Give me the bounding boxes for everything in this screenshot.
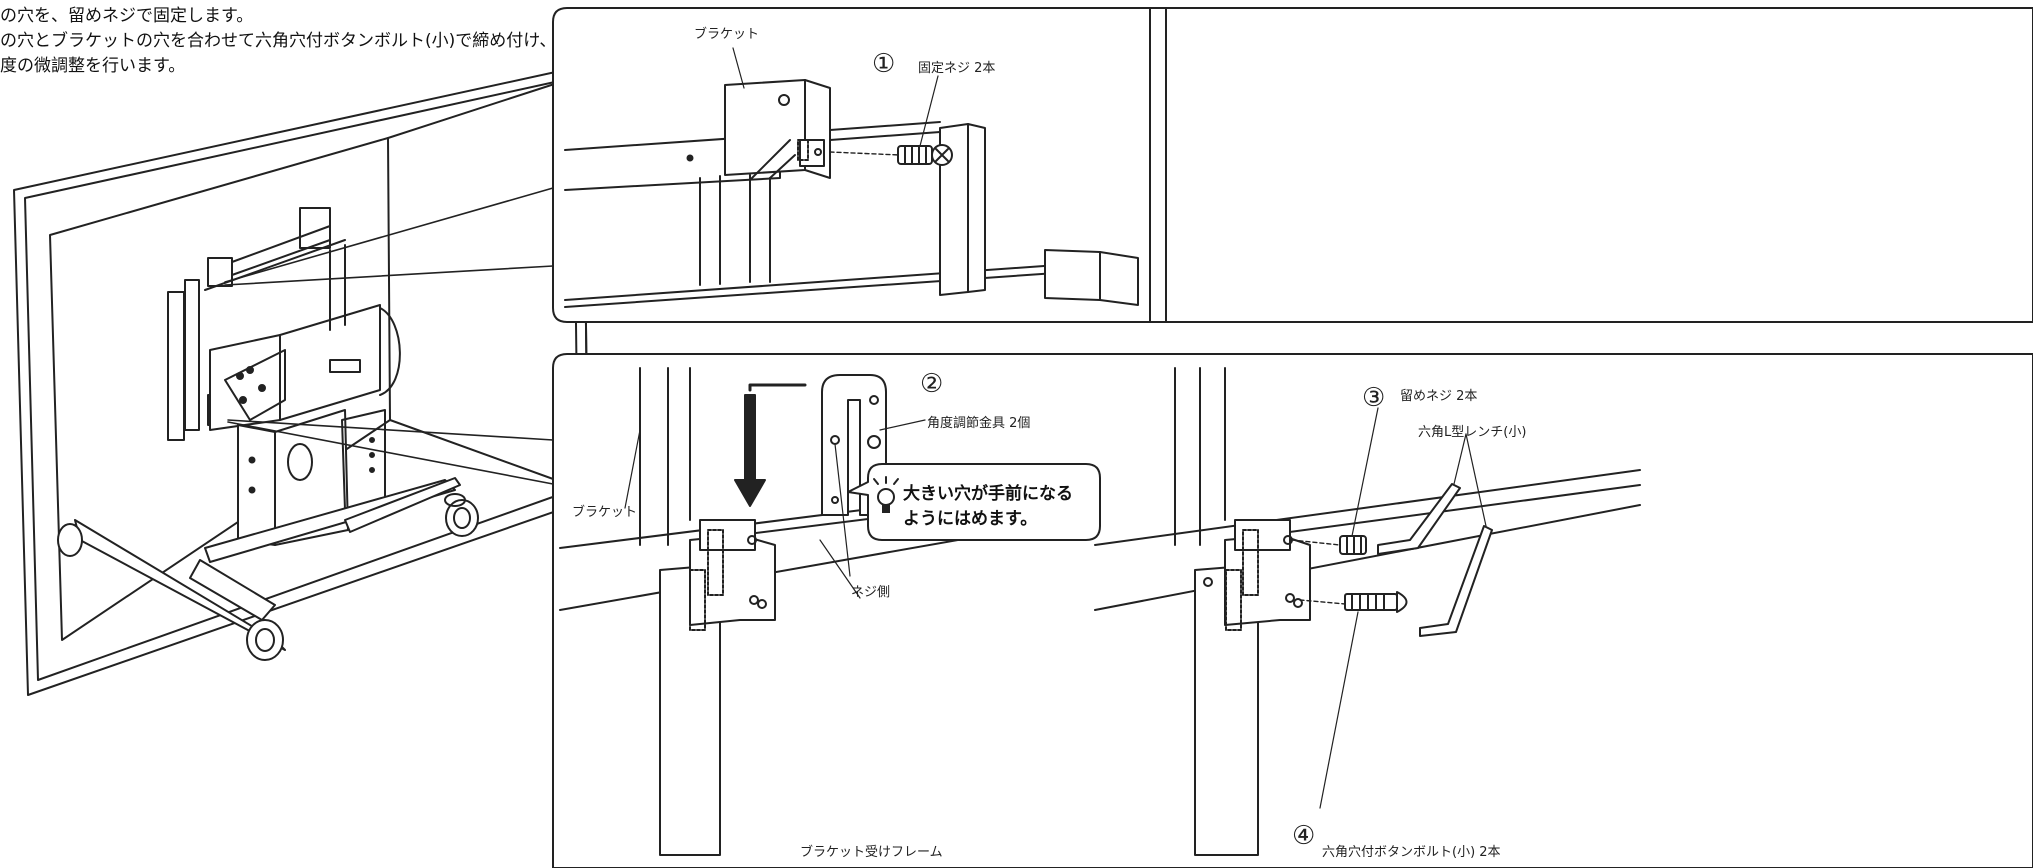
instruction-line-3: 度の微調整を行います。 [0, 56, 186, 76]
screw-side-label: ネジ側 [851, 585, 890, 600]
display-cart-drawing [13, 65, 589, 696]
zoom-leaders [224, 187, 554, 485]
fixing-screw-label: 固定ネジ 2本 [918, 61, 995, 76]
hex-wrench-label: 六角L型レンチ(小) [1418, 425, 1526, 440]
lightbulb-icon [873, 476, 899, 513]
bracket-label-top: ブラケット [694, 26, 759, 42]
step-2-marker: ② [920, 369, 943, 399]
step-1-marker: ① [872, 49, 895, 79]
set-screw-label: 留めネジ 2本 [1400, 389, 1477, 404]
detail-panel-bottom: ② 角度調節金具 2個 ブラケット ネジ側 ブラケット受けフレーム 大きい穴が手… [552, 353, 2033, 868]
instruction-text: の穴を、留めネジで固定します。 の穴とブラケットの穴を合わせて六角穴付ボタンボル… [0, 4, 556, 79]
bracket-label-bottom: ブラケット [572, 504, 637, 520]
step-3-marker: ③ [1362, 383, 1385, 413]
bracket-frame-label: ブラケット受けフレーム [800, 844, 943, 860]
detail-panel-top: ブラケット ① 固定ネジ 2本 [552, 7, 2033, 323]
step-4-marker: ④ [1292, 821, 1315, 851]
button-bolt-label: 六角穴付ボタンボルト(小) 2本 [1322, 845, 1501, 860]
instruction-line-2: の穴とブラケットの穴を合わせて六角穴付ボタンボルト(小)で締め付け、 [0, 31, 557, 51]
instruction-line-1: の穴を、留めネジで固定します。 [0, 6, 254, 26]
note-line-1: 大きい穴が手前になる [903, 483, 1073, 504]
note-line-2: ようにはめます。 [903, 509, 1037, 529]
angle-bracket-label: 角度調節金具 2個 [927, 415, 1030, 431]
